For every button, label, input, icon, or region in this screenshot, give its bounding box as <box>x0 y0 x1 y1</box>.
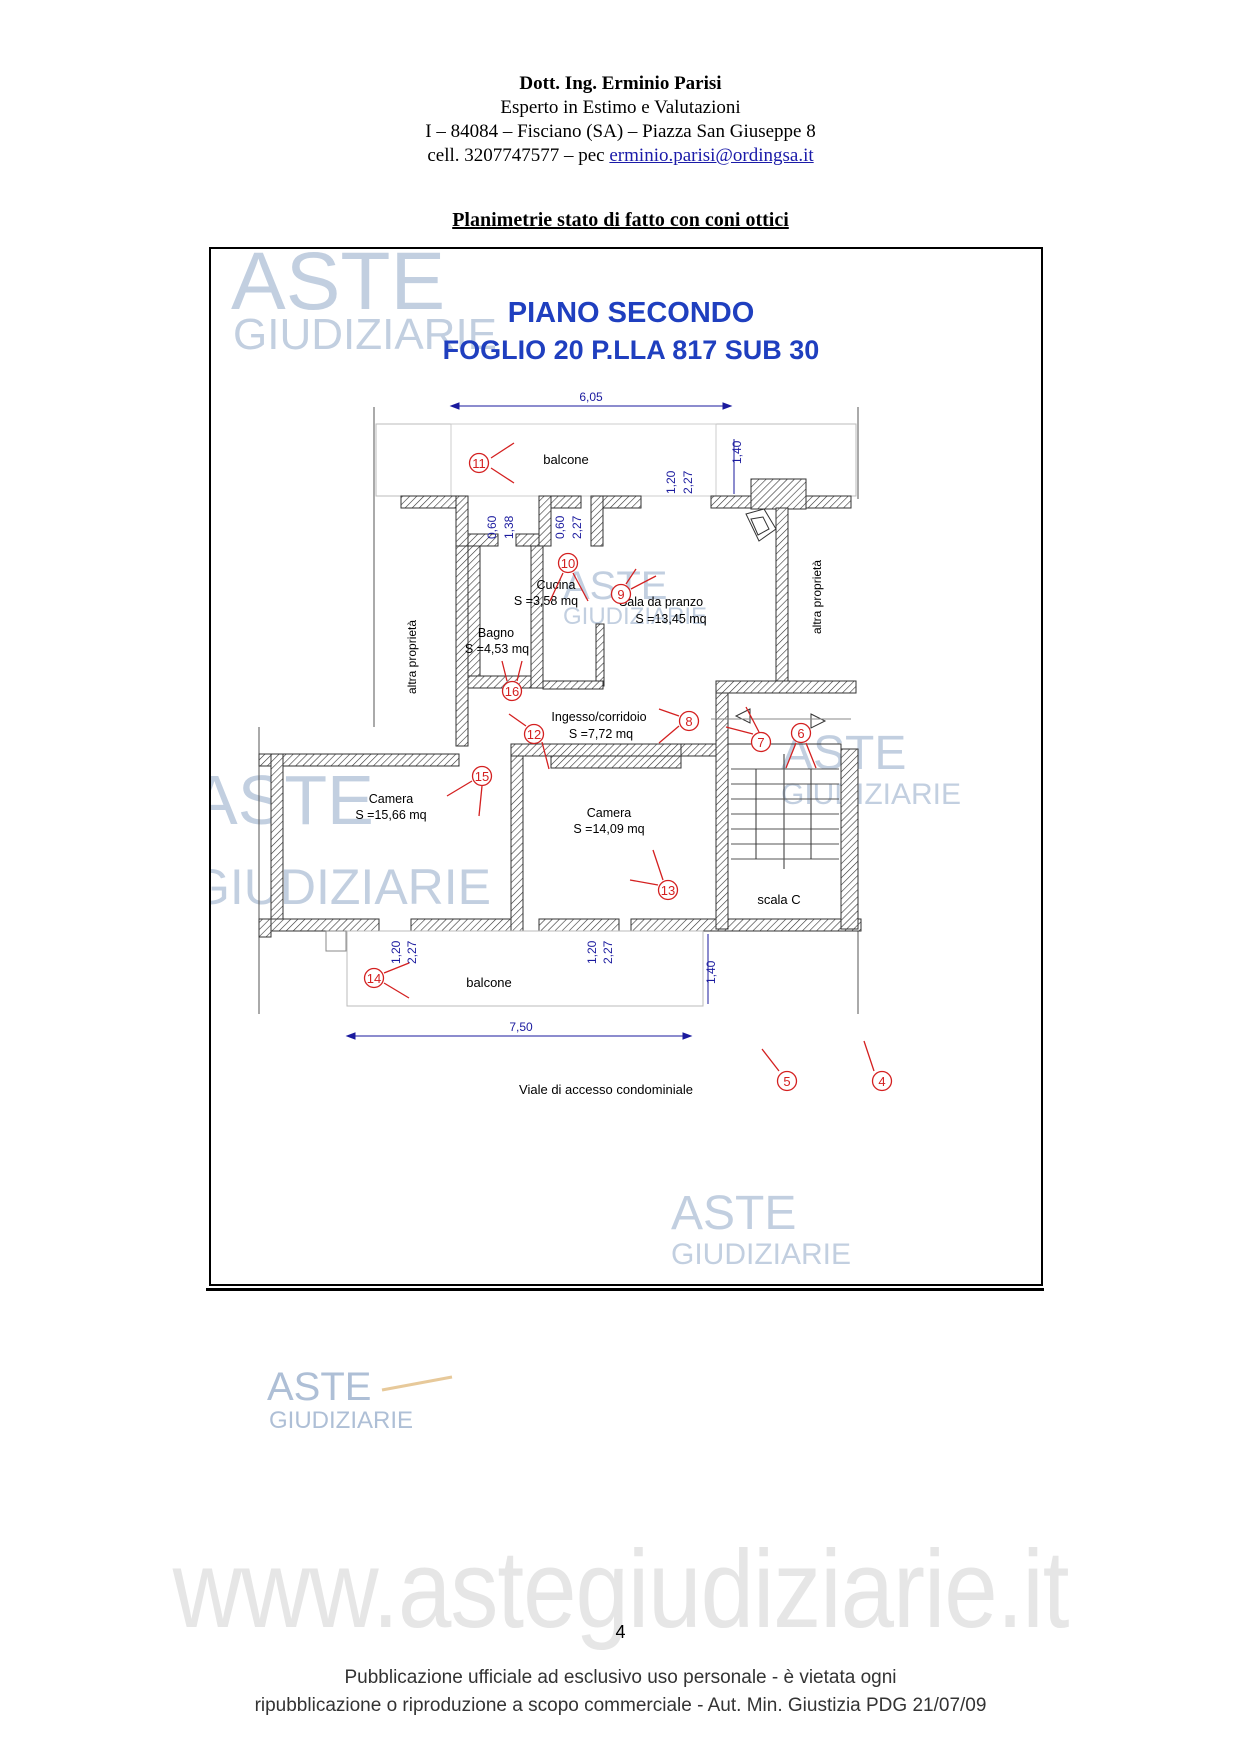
staircase <box>711 708 851 920</box>
label-balcone-bottom: balcone <box>466 975 512 990</box>
walls <box>258 478 862 938</box>
dimension-lines <box>345 402 735 1040</box>
viewpoint-label: 7 <box>757 735 764 750</box>
floor-plan-frame: ASTE GIUDIZIARIE ASTE GIUDIZIARIE ASTE G… <box>209 247 1043 1286</box>
dim-win-top-c2: 2,27 <box>681 470 695 494</box>
label-cucina: Cucina <box>537 578 576 592</box>
viewpoint-4: 4 <box>863 1040 893 1092</box>
label-balcone-top: balcone <box>543 452 589 467</box>
dim-win-bot-a1: 1,20 <box>389 940 403 964</box>
dim-win-top-b2: 2,27 <box>570 515 584 539</box>
plan-title-floor: PIANO SECONDO <box>508 297 755 329</box>
plan-underline <box>206 1288 1044 1291</box>
logo-aste-1: ASTE <box>231 249 445 327</box>
label-camera1-area: S =15,66 mq <box>355 808 426 822</box>
label-camera2-area: S =14,09 mq <box>573 822 644 836</box>
document-header: Dott. Ing. Erminio Parisi Esperto in Est… <box>0 72 1241 168</box>
page-number: 4 <box>615 1622 626 1642</box>
dimension-labels: 6,05 7,50 1,40 1,40 0,60 1,38 0,60 2,27 … <box>389 390 744 1034</box>
logo-giudiziarie-5: GIUDIZIARIE <box>671 1238 851 1271</box>
label-bagno: Bagno <box>478 626 514 640</box>
lower-logo-aste: ASTE <box>267 1365 371 1409</box>
aste-logo-lower: ASTE GIUDIZIARIE <box>267 1365 453 1434</box>
viewpoint-5: 5 <box>761 1048 798 1092</box>
label-camera1: Camera <box>369 792 414 806</box>
viewpoint-label: 16 <box>505 684 519 699</box>
dim-win-bot-b2: 2,27 <box>601 940 615 964</box>
viewpoint-label: 10 <box>561 556 575 571</box>
viewpoint-label: 8 <box>685 714 692 729</box>
footer-line-2: ripubblicazione o riproduzione a scopo c… <box>254 1695 987 1716</box>
dim-win-top-a2: 1,38 <box>502 515 516 539</box>
viewpoint-15: 15 <box>446 765 493 817</box>
dim-win-top-b1: 0,60 <box>553 515 567 539</box>
label-sala: Sala da pranzo <box>619 595 703 609</box>
viewpoint-6: 6 <box>785 722 817 769</box>
logo-giudiziarie-3: GIUDIZIARIE <box>211 859 491 915</box>
label-camera2: Camera <box>587 806 632 820</box>
dim-win-top-c1: 1,20 <box>664 470 678 494</box>
logo-aste-5: ASTE <box>671 1187 796 1240</box>
label-altra-left: altra proprietà <box>405 620 419 694</box>
viewpoint-12: 12 <box>508 713 550 770</box>
logo-aste-3: ASTE <box>211 761 374 839</box>
dim-win-top-a1: 0,60 <box>485 515 499 539</box>
footer-line-1: Pubblicazione ufficiale ad esclusivo uso… <box>344 1667 897 1688</box>
viewpoint-label: 4 <box>878 1074 885 1089</box>
viewpoint-13: 13 <box>629 849 679 901</box>
viewpoint-11: 11 <box>468 442 515 484</box>
balcony-bottom <box>346 930 704 1007</box>
dim-balcony-top: 1,40 <box>730 440 744 464</box>
label-ingresso: Ingesso/corridoio <box>551 710 646 724</box>
viewpoint-label: 11 <box>472 456 486 471</box>
email-link[interactable]: erminio.parisi@ordingsa.it <box>609 145 814 166</box>
viewpoint-16: 16 <box>501 660 523 702</box>
plan-title-parcel: FOGLIO 20 P.LLA 817 SUB 30 <box>443 335 820 365</box>
viewpoint-markers: 4 5 6 7 8 9 10 11 12 13 14 15 16 <box>363 442 893 1092</box>
label-altra-right: altra proprietà <box>810 560 824 634</box>
dim-win-bot-b1: 1,20 <box>585 940 599 964</box>
viewpoint-14: 14 <box>363 962 410 999</box>
viewpoint-label: 12 <box>527 727 541 742</box>
aste-watermark-logo: ASTE GIUDIZIARIE ASTE GIUDIZIARIE ASTE G… <box>211 249 961 1271</box>
dim-bottom-width: 7,50 <box>509 1020 533 1034</box>
author-contact: cell. 3207747577 – pec erminio.parisi@or… <box>0 144 1241 168</box>
logo-giudiziarie-2: GIUDIZIARIE <box>563 603 707 630</box>
site-watermark: www.astegiudiziarie.it <box>172 1527 1070 1651</box>
room-labels: balcone Cucina S =3,58 mq Sala da pranzo… <box>355 452 824 1097</box>
viewpoint-label: 6 <box>797 726 804 741</box>
viewpoint-label: 13 <box>661 883 675 898</box>
lower-logo-giudiziarie: GIUDIZIARIE <box>269 1407 413 1434</box>
dim-balcony-bottom: 1,40 <box>704 960 718 984</box>
logo-giudiziarie-4: GIUDIZIARIE <box>781 778 961 811</box>
viewpoint-7: 7 <box>725 706 772 753</box>
floor-plan: ASTE GIUDIZIARIE ASTE GIUDIZIARIE ASTE G… <box>211 249 961 1271</box>
viewpoint-label: 9 <box>617 587 624 602</box>
label-cucina-area: S =3,58 mq <box>514 594 578 608</box>
viewpoint-8: 8 <box>658 708 700 744</box>
author-role: Esperto in Estimo e Valutazioni <box>500 97 741 118</box>
viewpoint-label: 15 <box>475 769 489 784</box>
label-scala: scala C <box>757 892 800 907</box>
label-ingresso-area: S =7,72 mq <box>569 727 633 741</box>
logo-giudiziarie-1: GIUDIZIARIE <box>233 310 497 359</box>
section-title: Planimetrie stato di fatto con coni otti… <box>452 209 789 231</box>
fixture-corner <box>745 508 777 542</box>
contact-phone: cell. 3207747577 – pec <box>427 145 610 166</box>
label-bagno-area: S =4,53 mq <box>465 642 529 656</box>
label-viale: Viale di accesso condominiale <box>519 1082 693 1097</box>
viewpoint-label: 5 <box>783 1074 790 1089</box>
viewpoint-label: 14 <box>367 971 381 986</box>
dim-win-bot-a2: 2,27 <box>405 940 419 964</box>
viewpoint-10: 10 <box>549 552 589 602</box>
author-name: Dott. Ing. Erminio Parisi <box>519 73 722 94</box>
label-sala-area: S =13,45 mq <box>635 612 706 626</box>
author-address: I – 84084 – Fisciano (SA) – Piazza San G… <box>425 121 816 142</box>
footer: Pubblicazione ufficiale ad esclusivo uso… <box>0 1664 1241 1720</box>
viewpoint-9: 9 <box>610 568 657 605</box>
dim-top-width: 6,05 <box>579 390 603 404</box>
